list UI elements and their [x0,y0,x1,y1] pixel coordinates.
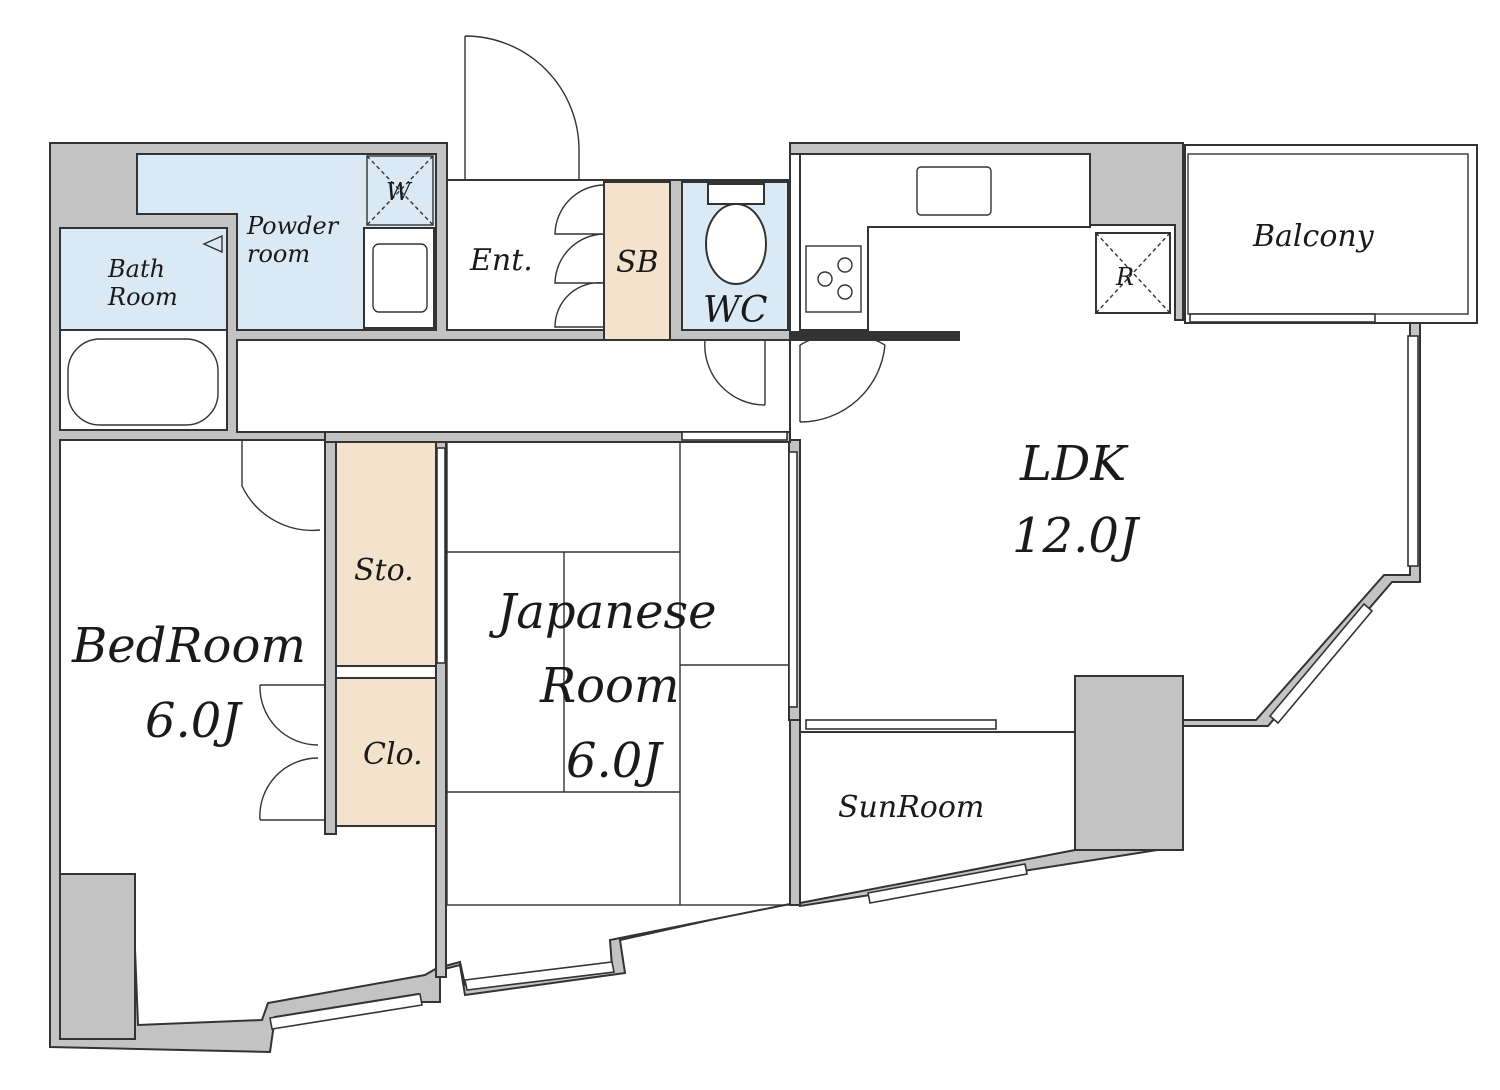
storage-divider [324,431,337,835]
closet-area [335,677,437,827]
washer-label: W [386,178,413,206]
toilet-tank-icon [707,183,765,205]
stove-icon [805,245,862,313]
bathtub [67,338,219,426]
wc-door-icon [704,339,766,406]
wc-label: WC [703,290,768,331]
bath-door-icon [202,234,223,254]
japanese-size-label: 6.0J [566,733,664,789]
ldk-sunroom-window [805,719,997,730]
japanese-door [681,431,788,441]
bath-label-line1: Bath [107,255,165,283]
storage-label: Sto. [354,553,414,588]
sunroom-label: SunRoom [838,790,984,825]
entrance-closet-doors-icon [554,184,605,328]
kitchen-counter [799,153,1091,331]
ldk-window-right [1407,335,1419,567]
bedroom-label: BedRoom [71,618,306,674]
powder-label-line2: room [247,240,310,268]
bedroom-size-label: 6.0J [145,693,243,749]
balcony-label: Balcony [1252,219,1375,254]
refrigerator-label: R [1115,263,1134,291]
washbasin-icon [372,243,428,313]
washbasin-counter [363,227,435,329]
entrance [446,179,605,331]
pillar-left [59,873,136,1040]
shoe-box-label: SB [616,245,659,280]
japanese-label-line1: Japanese [488,584,717,640]
closet-label: Clo. [363,737,423,772]
bedroom-door-icon [241,440,321,532]
balcony-window [1189,313,1376,323]
hallway [236,339,791,433]
washer-cross-icon [366,155,434,226]
japanese-label-line2: Room [539,658,679,714]
bedroom-closet-doors-icon [259,684,325,821]
bedroom-window [269,993,423,1030]
ldk-door-icon [799,332,886,423]
balcony [1184,144,1478,324]
japanese-window [464,961,615,991]
bath-label-line2: Room [107,283,178,311]
entrance-label: Ent. [469,243,533,278]
kitchen-sink-icon [916,166,992,216]
ldk-label: LDK [1019,436,1129,492]
ldk-window-diagonal [1268,602,1374,725]
bath-area [59,329,228,431]
powder-label-line1: Powder [246,212,340,240]
burner-icons [817,257,853,300]
toilet-bowl-icon [705,203,767,285]
corridor-wall [324,431,791,443]
japanese-sliding-door [788,451,798,708]
sunroom-wall-left [789,719,801,906]
sunroom-window [867,863,1028,904]
ldk-size-label: 12.0J [1012,508,1141,564]
pillar-right [1074,675,1184,851]
entrance-door-icon [464,35,580,180]
bath-room [59,227,228,331]
shoe-box [603,181,671,341]
washer-space [366,155,434,226]
refrigerator-space [1095,232,1171,314]
storage-door [436,447,446,664]
